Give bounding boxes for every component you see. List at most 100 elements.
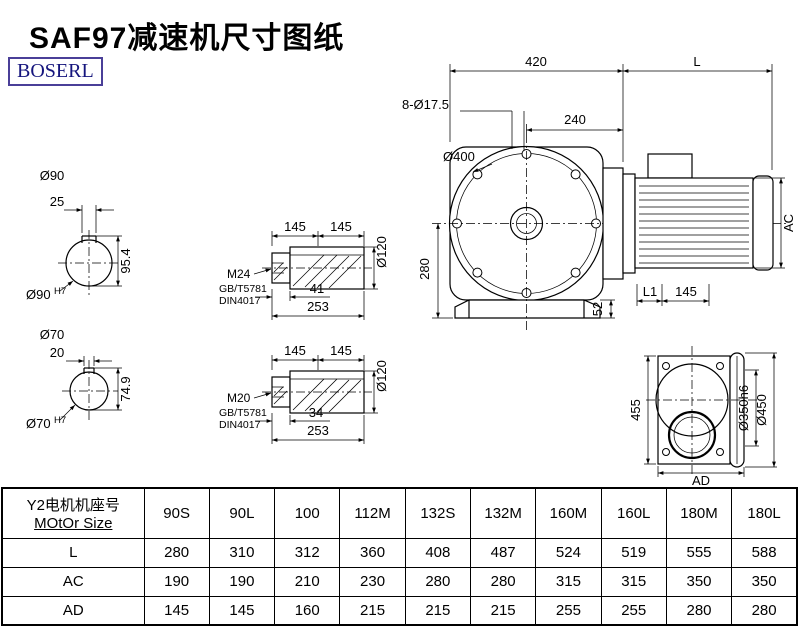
- cell: 312: [274, 537, 341, 568]
- table-row-L: L 280 310 312 360 408 487 524 519 555 58…: [1, 537, 798, 568]
- side-housing: [657, 355, 731, 465]
- standard-gb: GB/T5781: [219, 407, 267, 419]
- standard-gb: GB/T5781: [219, 283, 267, 295]
- motor-body: [634, 177, 754, 269]
- dim-74-9: 74.9: [118, 376, 133, 401]
- cell: 519: [600, 537, 667, 568]
- row-label: L: [1, 537, 145, 568]
- page-title: SAF97减速机尺寸图纸: [29, 22, 345, 55]
- dim-d90-tolerance: H7: [54, 286, 66, 297]
- dim-145-d: 145: [330, 343, 352, 358]
- thread-label-m20: M20: [227, 391, 251, 405]
- shaft-end-90-view: Ø90 25 95.4 Ø90 H7: [26, 168, 133, 302]
- dim-25: 25: [50, 194, 64, 209]
- dim-d120-bottom: Ø120: [374, 360, 389, 392]
- brand-logo: BOSERL: [8, 57, 103, 86]
- col-header: 132M: [469, 487, 537, 539]
- dim-d70: Ø70: [40, 327, 65, 342]
- dim-41: 41: [310, 281, 324, 296]
- dim-145-c: 145: [284, 343, 306, 358]
- dim-d90-bore: Ø90: [26, 287, 51, 302]
- dim-280: 280: [417, 258, 432, 280]
- col-header: 160M: [535, 487, 602, 539]
- cell: 360: [339, 537, 406, 568]
- dim-d400: Ø400: [443, 149, 475, 164]
- motor-size-table: Y2电机机座号 MOtOr Size 90S 90L 100 112M 132S…: [1, 487, 798, 626]
- standard-din: DIN4017: [219, 419, 261, 431]
- dim-AD: AD: [692, 473, 710, 488]
- dim-52: 52: [590, 302, 605, 316]
- cell: 315: [600, 566, 667, 597]
- col-header: 112M: [339, 487, 406, 539]
- cell: 310: [208, 537, 276, 568]
- dim-d120-top: Ø120: [374, 236, 389, 268]
- cell: 160: [274, 595, 341, 626]
- dim-AC: AC: [781, 214, 796, 232]
- row-label: AC: [1, 566, 145, 597]
- thread-label-m24: M24: [227, 267, 251, 281]
- cell: 280: [665, 595, 733, 626]
- dim-L1: L1: [643, 284, 657, 299]
- dim-420: 420: [525, 54, 547, 69]
- fan-cover: [752, 175, 774, 271]
- cell: 588: [731, 537, 798, 568]
- cell: 524: [535, 537, 602, 568]
- standard-din: DIN4017: [219, 295, 261, 307]
- table-header-motor-size: Y2电机机座号 MOtOr Size: [1, 487, 145, 539]
- dim-d90: Ø90: [40, 168, 65, 183]
- cell: 350: [731, 566, 798, 597]
- dim-253-top: 253: [307, 299, 329, 314]
- dim-L: L: [693, 54, 700, 69]
- dim-d450: Ø450: [754, 394, 769, 426]
- cell: 408: [404, 537, 471, 568]
- col-header: 180L: [731, 487, 798, 539]
- cell: 210: [274, 566, 341, 597]
- dim-145-a: 145: [284, 219, 306, 234]
- cell: 215: [339, 595, 406, 626]
- col-header: 160L: [600, 487, 667, 539]
- bell-housing: [602, 167, 624, 280]
- dim-20: 20: [50, 345, 64, 360]
- row-label: AD: [1, 595, 145, 626]
- table-header-row: Y2电机机座号 MOtOr Size 90S 90L 100 112M 132S…: [1, 487, 798, 539]
- cell: 145: [208, 595, 276, 626]
- dim-240: 240: [564, 112, 586, 127]
- motor-view: AC L1 145: [602, 153, 796, 306]
- cell: 280: [731, 595, 798, 626]
- table-row-AD: AD 145 145 160 215 215 215 255 255 280 2…: [1, 595, 798, 626]
- cell: 145: [143, 595, 210, 626]
- header-en: MOtOr Size: [34, 515, 113, 533]
- cell: 315: [535, 566, 602, 597]
- table-row-AC: AC 190 190 210 230 280 280 315 315 350 3…: [1, 566, 798, 597]
- cell: 280: [404, 566, 471, 597]
- cell: 555: [665, 537, 733, 568]
- dim-d350: Ø350h6: [736, 385, 751, 431]
- dim-455: 455: [628, 399, 643, 421]
- dim-bolt-holes: 8-Ø17.5: [402, 97, 449, 112]
- front-view: 420 L 240 8-Ø17.5 Ø400 280 52: [402, 54, 788, 330]
- shaft-end-70-view: Ø70 20 74.9 Ø70 H7: [26, 327, 133, 431]
- dim-34: 34: [309, 405, 323, 420]
- col-header: 132S: [404, 487, 471, 539]
- dim-145-motor: 145: [675, 284, 697, 299]
- adapter-ring: [622, 173, 636, 274]
- dim-253-bottom: 253: [307, 423, 329, 438]
- col-header: 90L: [208, 487, 276, 539]
- col-header: 90S: [143, 487, 210, 539]
- cell: 280: [469, 566, 537, 597]
- shaft-detail-m20: 145 145 Ø120 M20 GB/T5781 DIN4017: [219, 343, 389, 444]
- cell: 230: [339, 566, 406, 597]
- cell: 255: [600, 595, 667, 626]
- col-header: 180M: [665, 487, 733, 539]
- dim-d70-tolerance: H7: [54, 415, 66, 426]
- dim-d70-bore: Ø70: [26, 416, 51, 431]
- header-cn: Y2电机机座号: [26, 497, 120, 515]
- cell: 255: [535, 595, 602, 626]
- mounting-foot: [454, 299, 601, 319]
- cell: 280: [143, 537, 210, 568]
- shaft-detail-m24: 145 145 Ø120 M24 GB/T5781 DIN4017: [219, 219, 389, 320]
- cell: 215: [469, 595, 537, 626]
- cell: 215: [404, 595, 471, 626]
